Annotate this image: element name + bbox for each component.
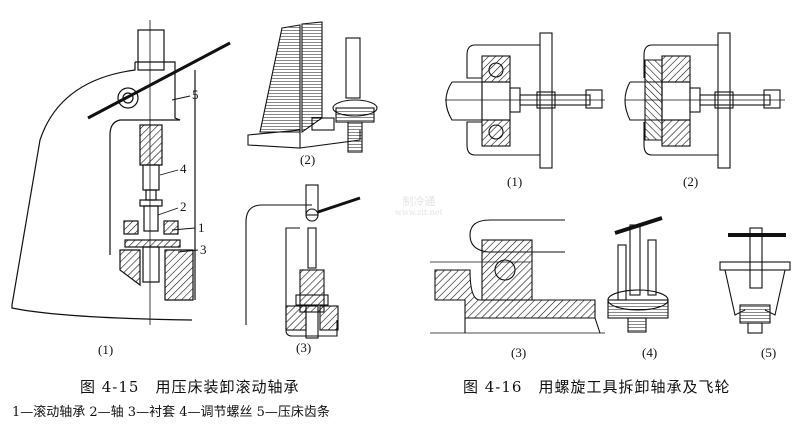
fig-4-16-sub-label-2: (2) [683, 174, 699, 189]
fig-4-15-sub-label-1: (1) [98, 342, 114, 357]
watermark-line1: 制冷通 [402, 195, 436, 208]
press-drawing-1 [11, 20, 231, 325]
fig-4-15-sub-label-2: (2) [300, 152, 316, 167]
section-drawing-3 [430, 219, 605, 334]
part-label-4: 4 [180, 161, 187, 176]
rack-drawing-2 [247, 21, 378, 153]
fig-4-16-caption: 图 4-16 用螺旋工具拆卸轴承及飞轮 [463, 378, 731, 396]
three-jaw-puller-drawing-5 [719, 227, 791, 334]
fig-4-16-sub-label-3: (3) [511, 345, 527, 360]
fig-4-15-legend: 1—滚动轴承 2—轴 3—衬套 4—调节螺丝 5—压床齿条 [12, 405, 330, 420]
fig-4-16-sub-label-4: (4) [642, 345, 658, 360]
puller-drawing-2 [624, 32, 785, 169]
fig-4-15-caption: 图 4-15 用压床装卸滚动轴承 [80, 378, 300, 396]
small-press-drawing-3 [245, 184, 361, 339]
fig-4-16-sub-label-5: (5) [761, 345, 777, 360]
watermark: 制冷通 www.zlt.net [395, 196, 443, 218]
part-label-2: 2 [180, 199, 187, 214]
part-label-3: 3 [200, 242, 207, 257]
fig-4-16-sub-label-1: (1) [507, 174, 523, 189]
part-label-1: 1 [198, 220, 205, 235]
part-label-5: 5 [192, 87, 199, 102]
gear-puller-drawing-4 [607, 216, 669, 333]
puller-drawing-1 [445, 32, 605, 169]
watermark-line2: www.zlt.net [395, 208, 443, 217]
fig-4-15-sub-label-3: (3) [296, 340, 312, 355]
